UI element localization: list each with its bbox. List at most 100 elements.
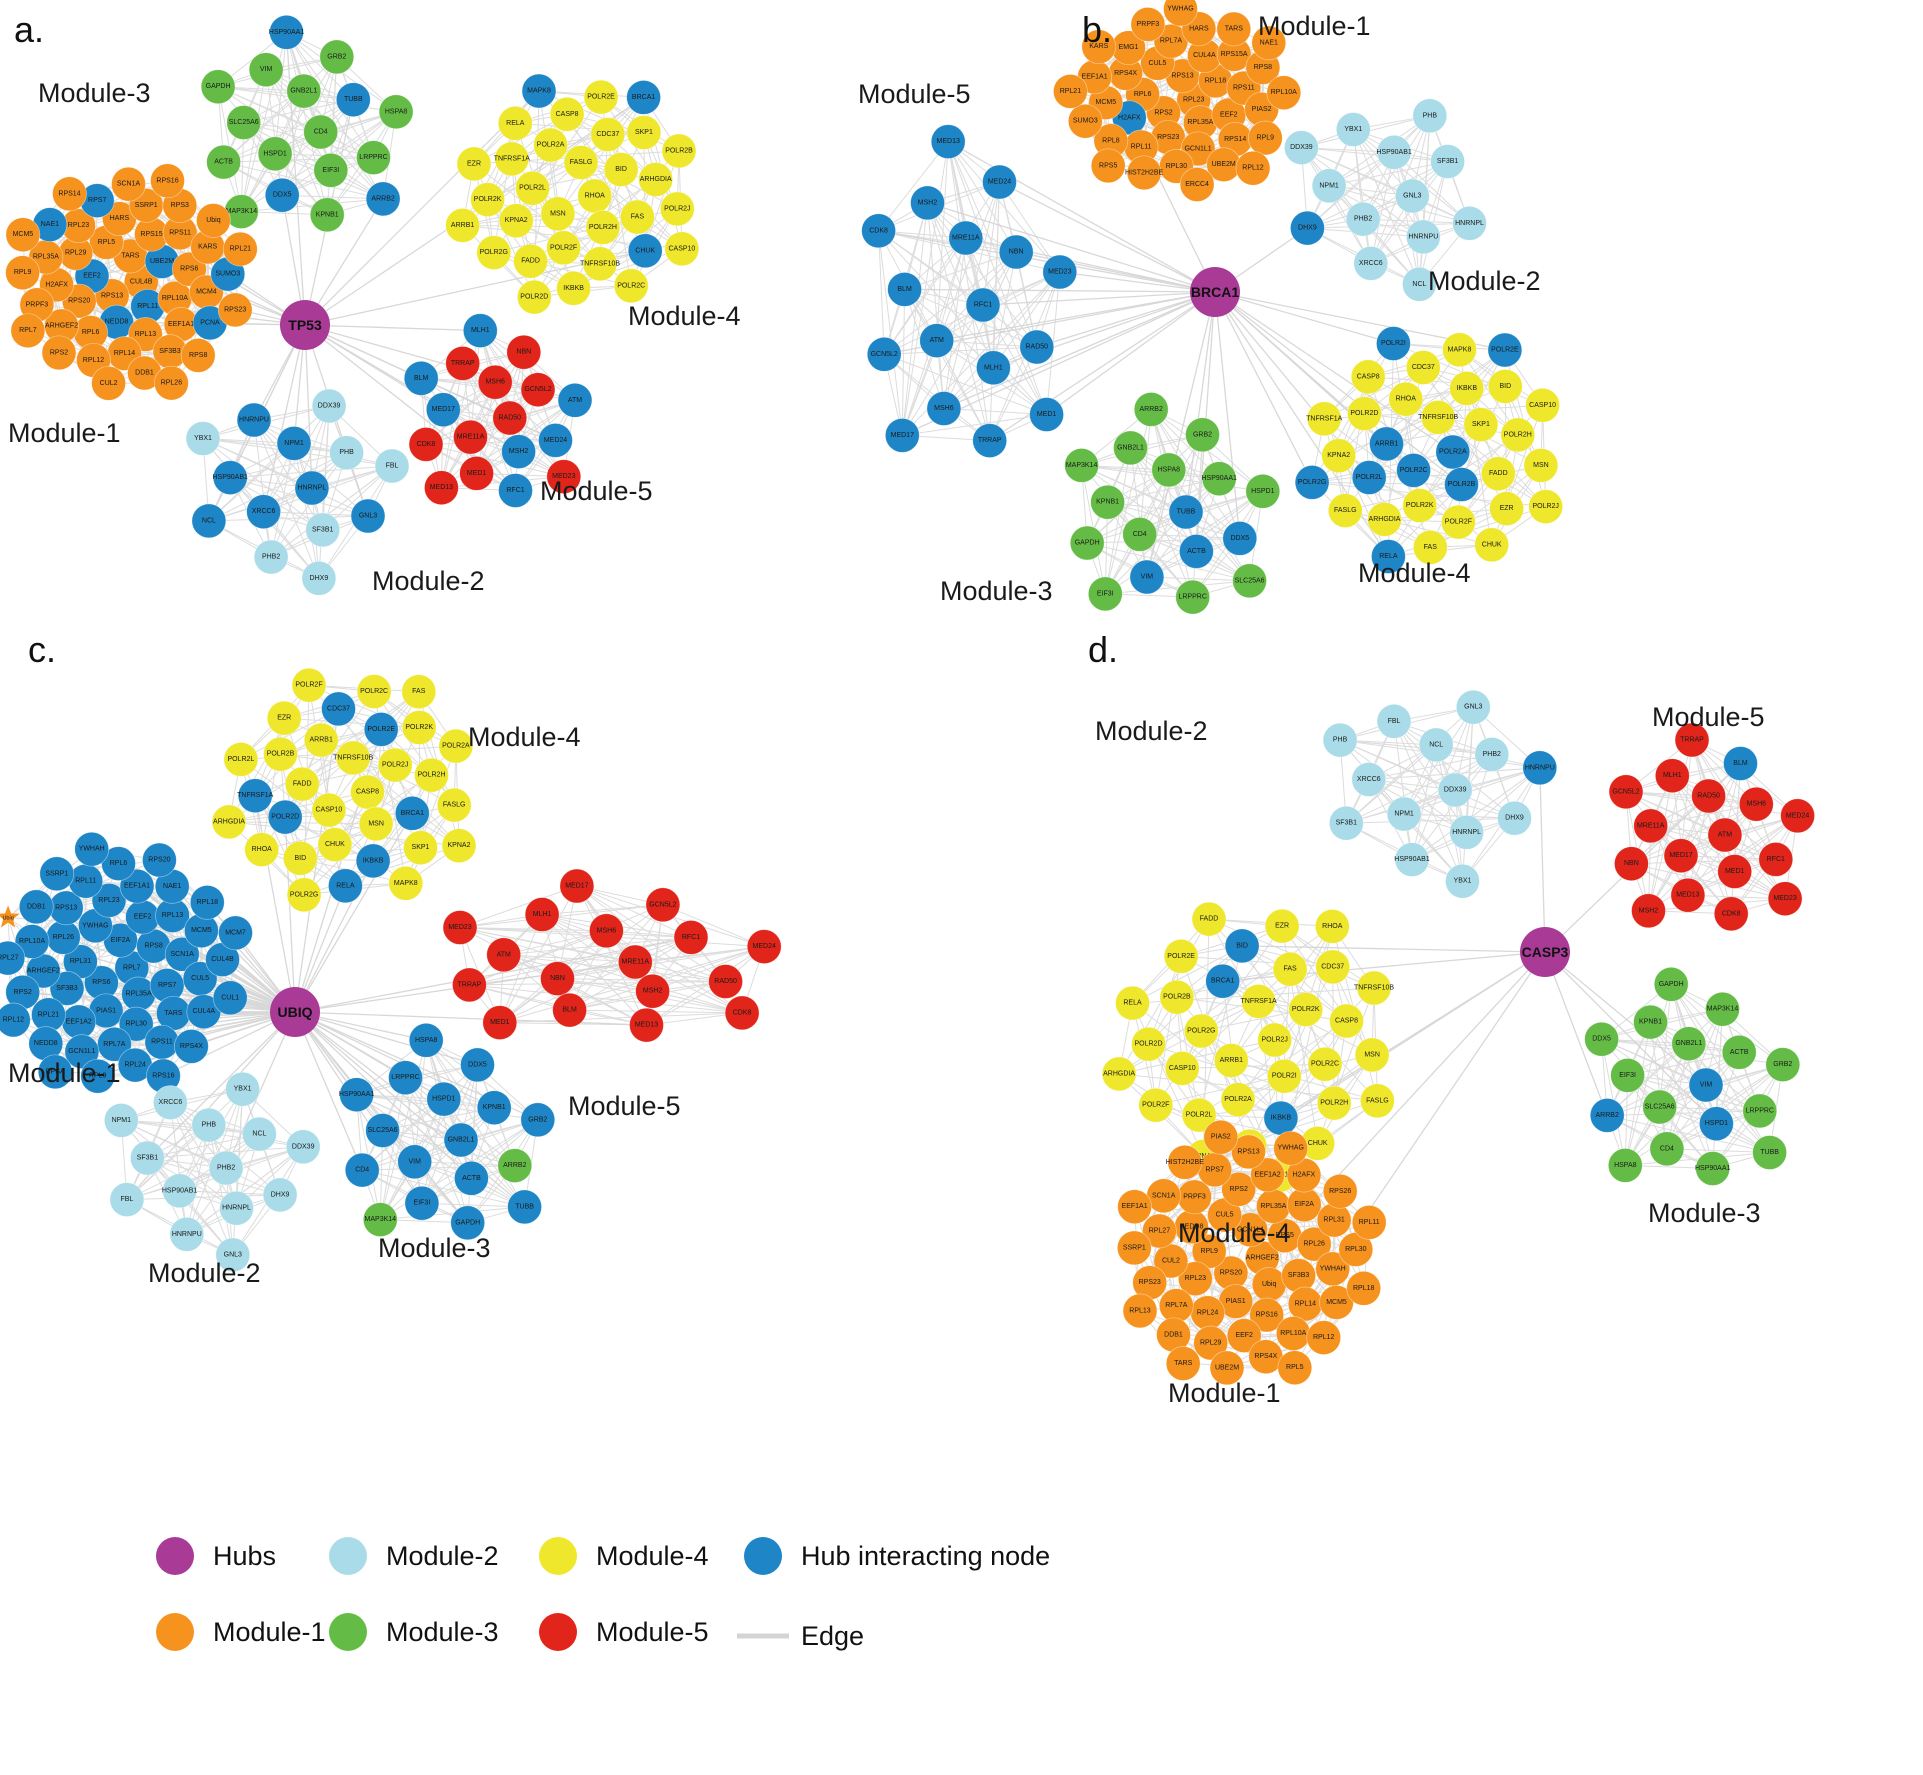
node-grb2[interactable]: GRB2 [1185, 417, 1220, 453]
node-rhoa[interactable]: RHOA [1314, 909, 1350, 944]
node-blm[interactable]: BLM [1723, 746, 1758, 781]
node-gnb2l1[interactable]: GNB2L1 [286, 73, 322, 109]
node-rhoa[interactable]: RHOA [244, 832, 280, 867]
node-rfc1[interactable]: RFC1 [673, 920, 709, 955]
node-npm1[interactable]: NPM1 [1386, 796, 1422, 832]
node-polr2b[interactable]: POLR2B [1159, 979, 1195, 1015]
node-pias2[interactable]: PIAS2 [1203, 1119, 1239, 1155]
node-eef2[interactable]: EEF2 [125, 899, 160, 935]
node-hnrnpl[interactable]: HNRNPL [1452, 205, 1487, 241]
node-hsp90ab1[interactable]: HSP90AB1 [212, 460, 248, 495]
node-casp8[interactable]: CASP8 [549, 96, 585, 132]
node-mre11a[interactable]: MRE11A [948, 220, 984, 256]
node-hspa8[interactable]: HSPA8 [1151, 452, 1187, 488]
node-ddx5[interactable]: DDX5 [1584, 1021, 1619, 1057]
node-arrb2[interactable]: ARRB2 [1133, 392, 1169, 427]
node-ezr[interactable]: EZR [266, 700, 302, 736]
node-polr2l[interactable]: POLR2L [515, 170, 550, 206]
node-cdc37[interactable]: CDC37 [1405, 350, 1441, 385]
node-gcn5l2[interactable]: GCN5L2 [866, 336, 902, 372]
node-xrcc6[interactable]: XRCC6 [153, 1085, 188, 1120]
node-phb2[interactable]: PHB2 [208, 1150, 244, 1186]
node-tnfrsf10b[interactable]: TNFRSF10B [580, 246, 620, 282]
node-rpl24[interactable]: RPL24 [1190, 1295, 1225, 1331]
node-ybx1[interactable]: YBX1 [225, 1071, 260, 1107]
node-skp1[interactable]: SKP1 [626, 115, 662, 150]
node-eef1a2[interactable]: EEF1A2 [61, 1004, 97, 1040]
node-hspd1[interactable]: HSPD1 [1699, 1106, 1734, 1142]
node-polr2h[interactable]: POLR2H [1500, 417, 1536, 453]
node-mlh1[interactable]: MLH1 [976, 350, 1011, 386]
node-casp10[interactable]: CASP10 [1164, 1051, 1200, 1086]
node-kpnb1[interactable]: KPNB1 [309, 197, 345, 233]
node-grb2[interactable]: GRB2 [1765, 1047, 1801, 1082]
node-gcn5l2[interactable]: GCN5L2 [520, 372, 556, 408]
node-msh2[interactable]: MSH2 [910, 185, 945, 221]
node-ncl[interactable]: NCL [191, 503, 227, 539]
node-hsp90ab1[interactable]: HSP90AB1 [1376, 134, 1412, 170]
node-ddx39[interactable]: DDX39 [311, 388, 347, 424]
node-polr2f[interactable]: POLR2F [1441, 504, 1476, 540]
node-kpnb1[interactable]: KPNB1 [1090, 484, 1125, 520]
node-rpl12[interactable]: RPL12 [1306, 1320, 1342, 1355]
node-polr2d[interactable]: POLR2D [1131, 1026, 1166, 1062]
node-med13[interactable]: MED13 [629, 1007, 664, 1043]
node-cd4[interactable]: CD4 [303, 114, 339, 150]
node-polr2f[interactable]: POLR2F [1138, 1087, 1174, 1123]
node-gnb2l1[interactable]: GNB2L1 [1113, 430, 1148, 466]
node-sf3b1[interactable]: SF3B1 [1328, 805, 1364, 841]
node-cdk8[interactable]: CDK8 [724, 995, 760, 1031]
hub-node-brca1[interactable]: BRCA1 [1190, 267, 1240, 317]
node-rps8[interactable]: RPS8 [180, 338, 216, 373]
node-rfc1[interactable]: RFC1 [965, 287, 1001, 323]
node-cdk8[interactable]: CDK8 [861, 213, 896, 249]
node-med1[interactable]: MED1 [1717, 854, 1753, 889]
node-nbn[interactable]: NBN [998, 234, 1034, 270]
node-gnb2l1[interactable]: GNB2L1 [443, 1122, 479, 1158]
node-rps5[interactable]: RPS5 [1090, 148, 1126, 184]
node-skp1[interactable]: SKP1 [403, 830, 438, 866]
node-polr2a[interactable]: POLR2A [1435, 434, 1471, 470]
node-med23[interactable]: MED23 [442, 910, 478, 945]
node-ddx39[interactable]: DDX39 [1437, 772, 1473, 808]
node-hsp90aa1[interactable]: HSP90AA1 [339, 1077, 375, 1113]
node-actb[interactable]: ACTB [206, 144, 241, 180]
node-polr2c[interactable]: POLR2C [356, 674, 392, 709]
node-rad50[interactable]: RAD50 [1691, 778, 1726, 814]
node-slc25a6[interactable]: SLC25A6 [1642, 1089, 1678, 1125]
node-arrb1[interactable]: ARRB1 [445, 208, 480, 243]
node-med24[interactable]: MED24 [1780, 798, 1815, 834]
node-ikbkb[interactable]: IKBKB [1449, 371, 1485, 406]
node-fas[interactable]: FAS [1272, 951, 1308, 987]
node-rps23[interactable]: RPS23 [217, 292, 253, 328]
node-rad50[interactable]: RAD50 [1019, 329, 1055, 365]
node-msn[interactable]: MSN [358, 806, 394, 842]
node-brca1[interactable]: BRCA1 [626, 80, 661, 115]
node-rpl12[interactable]: RPL12 [1235, 150, 1271, 186]
node-polr2i[interactable]: POLR2I [1376, 326, 1411, 361]
node-med17[interactable]: MED17 [1663, 838, 1699, 874]
node-polr2k[interactable]: POLR2K [1288, 992, 1324, 1027]
node-polr2j[interactable]: POLR2J [659, 191, 695, 227]
node-trrap[interactable]: TRRAP [445, 346, 481, 381]
node-polr2h[interactable]: POLR2H [585, 210, 621, 245]
node-rpl9[interactable]: RPL9 [5, 255, 40, 291]
node-ncl[interactable]: NCL [1418, 727, 1454, 763]
node-ddx5[interactable]: DDX5 [1222, 521, 1258, 556]
node-casp10[interactable]: CASP10 [1525, 387, 1560, 423]
node-tnfrsf1a[interactable]: TNFRSF1A [237, 778, 274, 814]
node-hnrnpl[interactable]: HNRNPL [294, 470, 330, 506]
node-sf3b1[interactable]: SF3B1 [305, 512, 341, 548]
hub-node-tp53[interactable]: TP53 [280, 300, 330, 350]
node-ddx5[interactable]: DDX5 [460, 1047, 495, 1083]
node-rpl7[interactable]: RPL7 [10, 313, 46, 349]
node-hspa8[interactable]: HSPA8 [408, 1022, 444, 1058]
node-med1[interactable]: MED1 [459, 456, 494, 491]
node-polr2f[interactable]: POLR2F [546, 230, 581, 266]
node-brca1[interactable]: BRCA1 [394, 795, 430, 831]
node-lrpprc[interactable]: LRPPRC [356, 140, 391, 175]
node-cdk8[interactable]: CDK8 [1713, 896, 1749, 932]
node-nbn[interactable]: NBN [1614, 846, 1649, 882]
node-msh6[interactable]: MSH6 [926, 391, 962, 426]
node-tnfrsf10b[interactable]: TNFRSF10B [1354, 970, 1394, 1006]
